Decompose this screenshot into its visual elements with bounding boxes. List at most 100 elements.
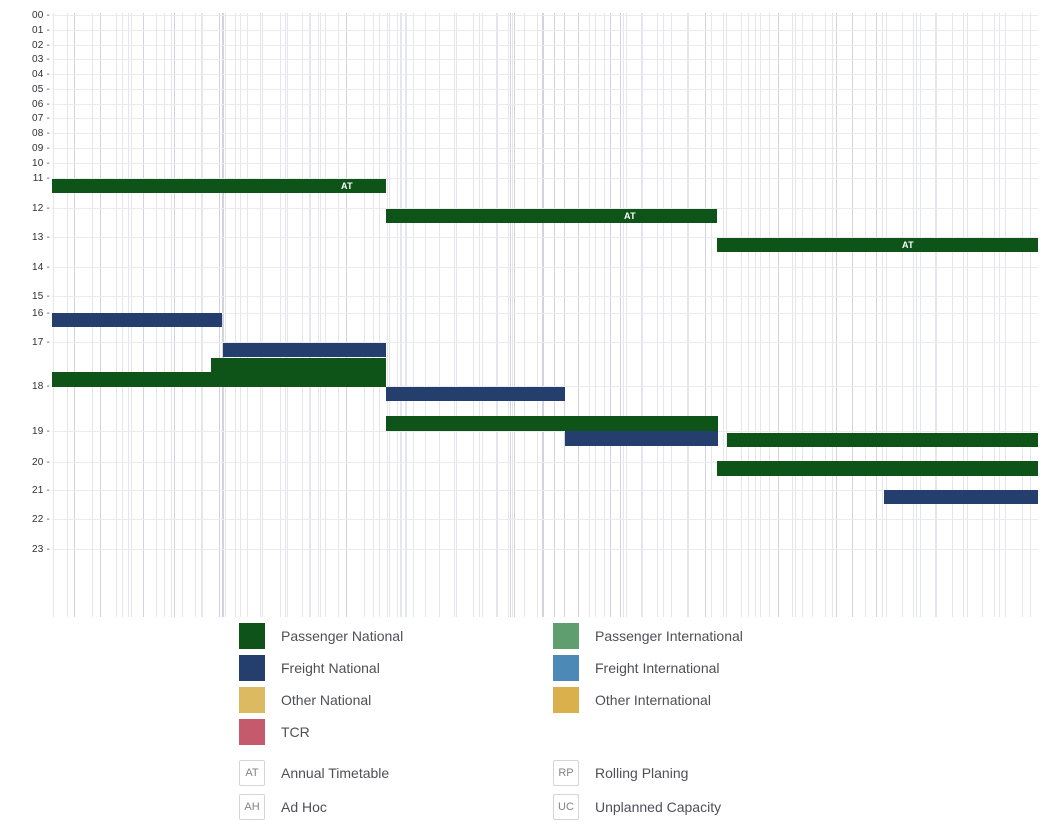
gridline-vertical [723, 13, 724, 617]
hour-tick: - [46, 336, 50, 348]
hour-label: 18- [0, 379, 50, 393]
gridline-vertical [792, 13, 793, 617]
hour-label-text: 03 [31, 53, 44, 65]
capacity-bar-passenger_national[interactable] [52, 372, 386, 387]
hour-tick: - [46, 513, 50, 525]
hour-label-text: 02 [31, 39, 44, 51]
gridline-vertical [595, 13, 596, 617]
gridline-vertical [287, 13, 288, 617]
capacity-bar-passenger_national[interactable]: AT [717, 238, 1038, 252]
capacity-bar-passenger_national[interactable]: AT [52, 179, 386, 193]
gridline-vertical [882, 13, 883, 617]
gridline-horizontal [52, 89, 1038, 90]
gridline-horizontal [52, 30, 1038, 31]
gridline-vertical [225, 13, 226, 617]
hour-label: 01- [0, 23, 50, 37]
gridline-vertical [671, 13, 672, 617]
gridline-vertical [578, 13, 579, 617]
gridline-vertical [240, 13, 241, 617]
gridline-vertical [280, 13, 281, 617]
gridline-vertical [604, 13, 605, 617]
capacity-bar-freight_national[interactable] [223, 343, 386, 357]
legend-label: Other National [281, 692, 372, 708]
gridline-vertical [657, 13, 658, 617]
gridline-vertical [865, 13, 866, 617]
gridline-vertical [479, 13, 480, 617]
hour-label-text: 22 [31, 513, 44, 525]
gridline-vertical [778, 13, 779, 617]
gridline-vertical [748, 13, 749, 617]
hour-label: 12- [0, 201, 50, 215]
legend-label: Freight National [281, 660, 380, 676]
gridline-vertical [994, 13, 995, 617]
hour-tick: - [46, 484, 50, 496]
legend-swatch-freight-national [239, 655, 265, 681]
capacity-bar-passenger_national[interactable] [211, 358, 386, 372]
capacity-bar-passenger_national[interactable] [727, 433, 1038, 447]
gridline-horizontal [52, 118, 1038, 119]
phase-label: Ad Hoc [281, 799, 327, 815]
legend-label: TCR [281, 724, 310, 740]
capacity-bar-freight_national[interactable] [386, 387, 565, 401]
gridline-vertical [589, 13, 590, 617]
bar-phase-label: AT [624, 211, 636, 221]
hour-tick: - [46, 9, 50, 21]
hour-label-text: 16 [31, 307, 44, 319]
gridline-vertical [346, 13, 347, 617]
gridline-horizontal [52, 133, 1038, 134]
hour-tick: - [46, 172, 50, 184]
phase-badge-rp: RP [553, 760, 579, 786]
gridline-horizontal [52, 386, 1038, 387]
bar-phase-label: AT [341, 181, 353, 191]
legend-swatch-other-national [239, 687, 265, 713]
hour-tick: - [46, 83, 50, 95]
gridline-vertical [663, 13, 664, 617]
capacity-bar-passenger_national[interactable] [386, 416, 718, 431]
phase-badge-uc: UC [553, 794, 579, 820]
gridline-vertical [623, 13, 624, 617]
legend-item-passenger-national: Passenger National [239, 623, 403, 649]
hour-label-text: 05 [31, 83, 44, 95]
hour-label: 16- [0, 306, 50, 320]
gridline-vertical [902, 13, 903, 617]
gridline-horizontal [52, 490, 1038, 491]
hour-tick: - [46, 39, 50, 51]
gridline-vertical [496, 13, 498, 617]
hour-label: 02- [0, 38, 50, 52]
legend-swatch-other-international [553, 687, 579, 713]
gridline-vertical [726, 13, 727, 617]
hour-tick: - [46, 261, 50, 273]
hour-label: 22- [0, 512, 50, 526]
capacity-bar-passenger_national[interactable] [717, 461, 1038, 476]
gridline-vertical [364, 13, 365, 617]
hour-label: 03- [0, 52, 50, 66]
phase-label: Annual Timetable [281, 765, 390, 781]
gridline-vertical [405, 13, 407, 617]
capacity-bar-freight_national[interactable] [52, 313, 222, 327]
hour-label-text: 13 [31, 231, 44, 243]
hour-tick: - [46, 290, 50, 302]
gridline-vertical [260, 13, 261, 617]
gridline-vertical [235, 13, 236, 617]
capacity-bar-freight_national[interactable] [565, 431, 718, 446]
gridline-vertical [379, 13, 380, 617]
gridline-vertical [952, 13, 953, 617]
legend-item-freight-national: Freight National [239, 655, 403, 681]
phase-badge-at: AT [239, 760, 265, 786]
gridline-vertical [338, 13, 339, 617]
phase-label: Unplanned Capacity [595, 799, 722, 815]
capacity-bar-freight_national[interactable] [884, 490, 1038, 504]
hour-label: 15- [0, 289, 50, 303]
hour-label: 17- [0, 335, 50, 349]
gridline-vertical [760, 13, 761, 617]
gridline-vertical [1030, 13, 1031, 617]
gridline-horizontal [52, 462, 1038, 463]
hour-tick: - [46, 231, 50, 243]
gridline-vertical [389, 13, 390, 617]
hour-label: 20- [0, 455, 50, 469]
capacity-bar-passenger_national[interactable]: AT [386, 209, 717, 223]
